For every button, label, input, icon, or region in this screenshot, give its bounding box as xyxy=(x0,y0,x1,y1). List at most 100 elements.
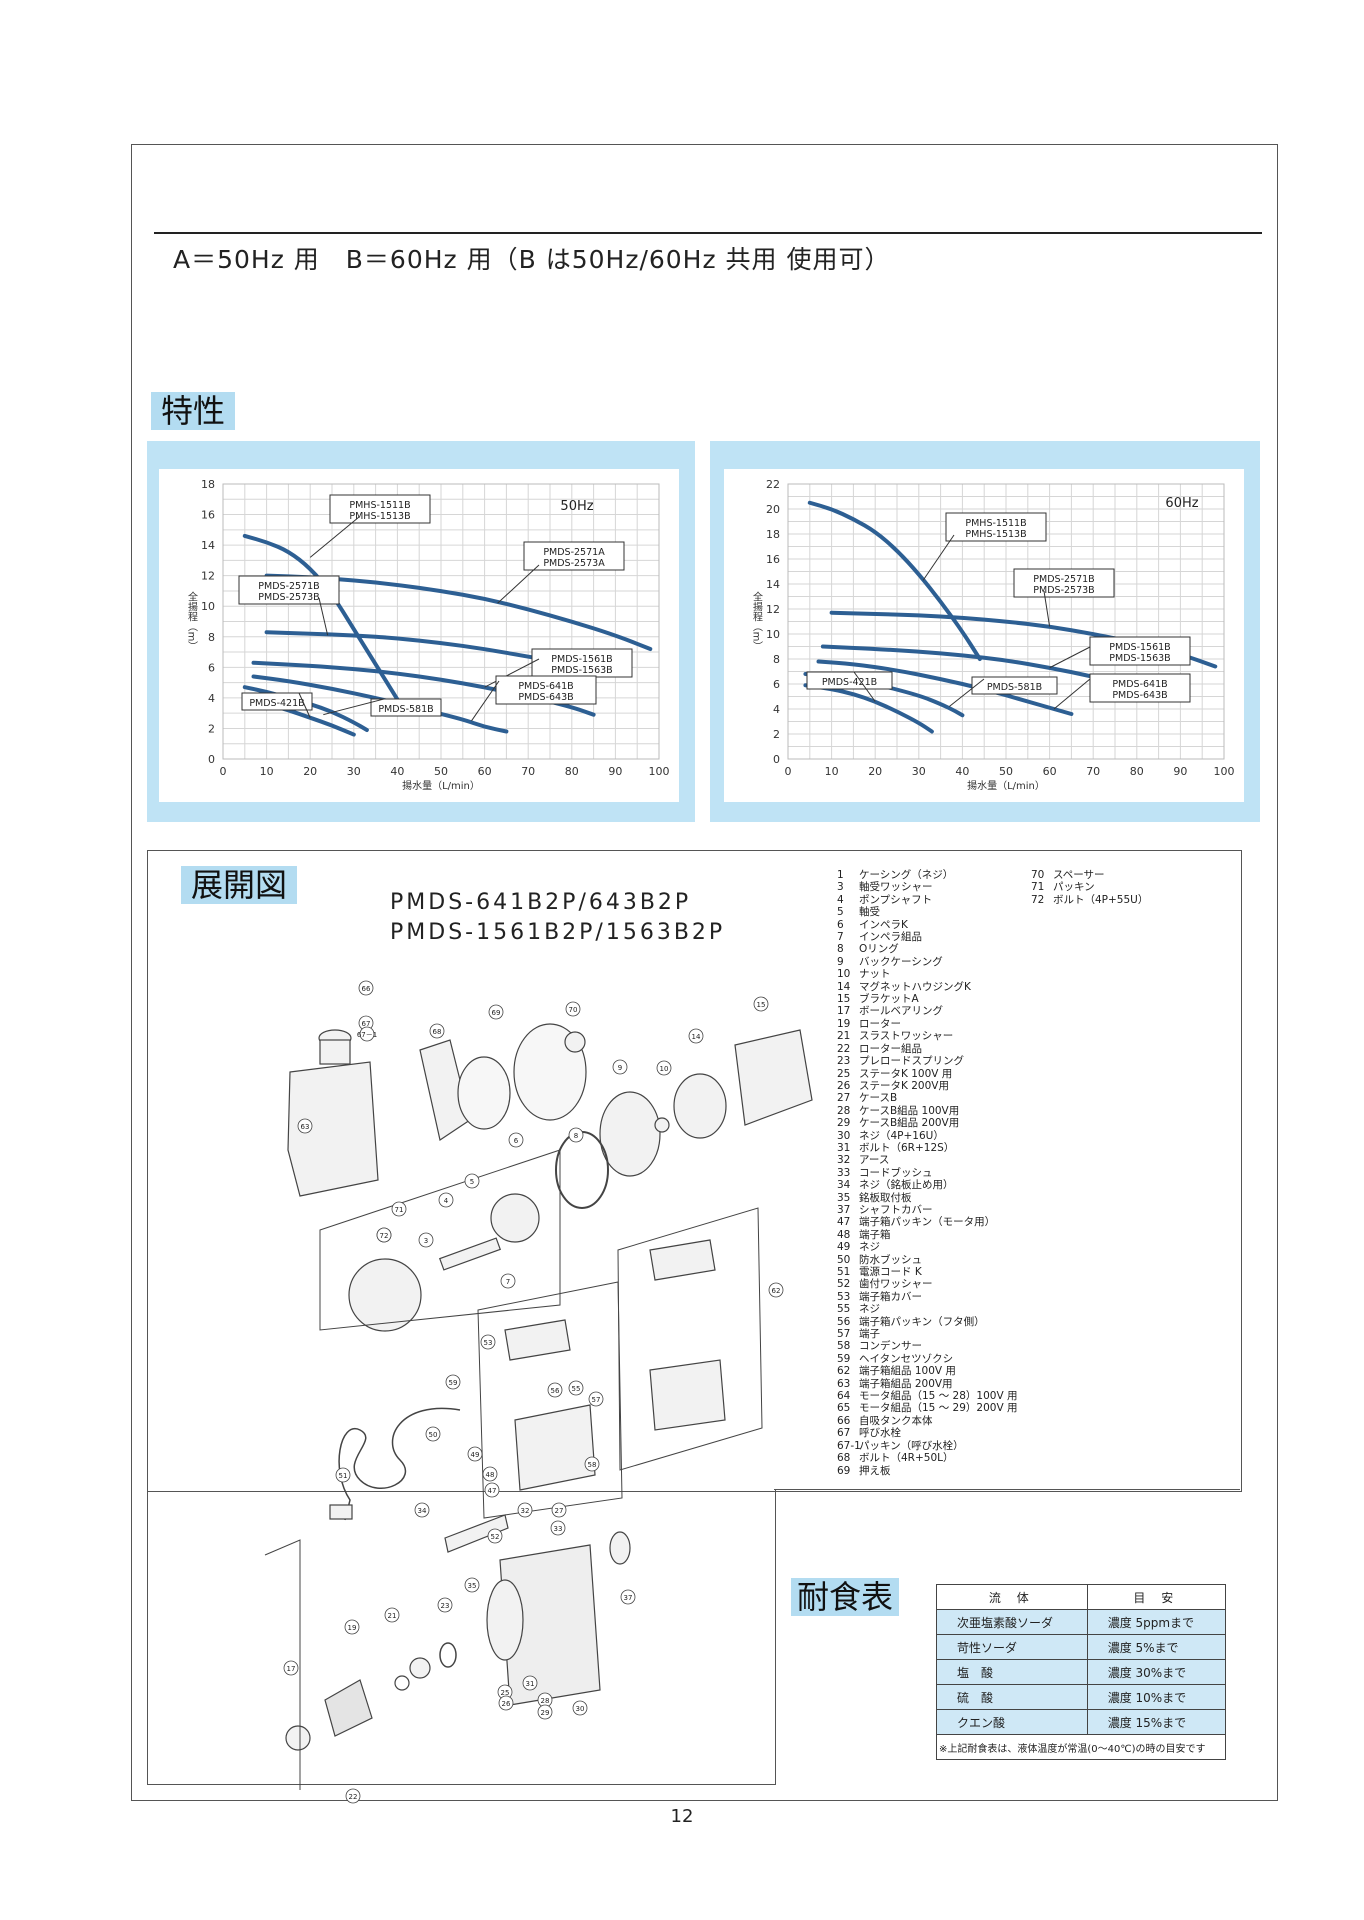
power-cord-shape xyxy=(338,1407,461,1521)
callout-marker: 5 xyxy=(464,1173,480,1189)
callout-marker: 7 xyxy=(500,1273,516,1289)
series-label: PMDS-581B xyxy=(370,698,442,717)
exploded-view-frame-lower xyxy=(147,1489,776,1785)
x-tick-label: 60 xyxy=(1043,765,1057,778)
series-label-text: PMHS-1511B xyxy=(349,500,410,511)
callout-number: 23 xyxy=(441,1602,450,1610)
part-name: パッキン xyxy=(1053,881,1095,894)
plot-frame xyxy=(222,483,660,760)
series-label-text: PMDS-643B xyxy=(1112,690,1167,701)
series-label-box xyxy=(945,512,1047,542)
callout-number: 26 xyxy=(502,1700,511,1708)
y-tick-label: 6 xyxy=(773,678,780,691)
series-label-text: PMDS-641B xyxy=(518,681,573,692)
y-tick-label: 18 xyxy=(766,528,780,541)
rotor-shape xyxy=(324,1679,373,1737)
part-number: 7 xyxy=(837,931,844,944)
part-name: 電源コード K xyxy=(859,1266,922,1278)
part-number: 14 xyxy=(837,980,851,993)
callout-marker: 10 xyxy=(656,1060,672,1076)
part-number: 4 xyxy=(837,893,844,906)
y-tick-label: 8 xyxy=(773,653,780,666)
series-label-text: PMDS-581B xyxy=(987,682,1042,693)
part-name: 呼び水栓 xyxy=(859,1427,901,1440)
spring-shape xyxy=(439,1642,457,1668)
callout-circle xyxy=(384,1607,400,1623)
callout-number: 30 xyxy=(576,1705,585,1713)
y-tick-label: 0 xyxy=(773,753,780,766)
limit-cell: 濃度 30%まで xyxy=(1086,1659,1227,1685)
page-frame xyxy=(131,144,1278,1801)
x-tick-label: 80 xyxy=(1130,765,1144,778)
part-number: 53 xyxy=(837,1290,851,1303)
leader-line xyxy=(1043,590,1051,627)
part-number: 59 xyxy=(837,1352,851,1365)
callout-circle xyxy=(656,1060,672,1076)
callout-number: 66 xyxy=(362,985,371,993)
terminal-box-shape xyxy=(514,1404,596,1491)
callout-marker: 49 xyxy=(467,1446,483,1462)
fluid-cell: 次亜塩素酸ソーダ xyxy=(936,1609,1088,1635)
part-name: 端子箱パッキン（モータ用） xyxy=(859,1216,996,1229)
callout-number: 52 xyxy=(491,1533,500,1541)
part-number: 3 xyxy=(837,881,844,894)
exploded-label: 展開図 xyxy=(181,866,298,904)
model-line-2: PMDS-1561B2P/1563B2P xyxy=(390,920,726,945)
series-label-box xyxy=(238,575,340,605)
part-number: 9 xyxy=(837,955,844,968)
part-number: 47 xyxy=(837,1216,851,1229)
terminal-region-left xyxy=(477,1281,623,1519)
leader-line xyxy=(323,698,385,716)
part-number: 56 xyxy=(837,1315,851,1328)
y-tick-label: 12 xyxy=(766,603,780,616)
leader-line xyxy=(471,680,500,722)
bearing-shape-2 xyxy=(409,1657,431,1679)
part-number: 17 xyxy=(837,1005,851,1018)
x-tick-label: 80 xyxy=(565,765,579,778)
callout-marker: 53 xyxy=(480,1334,496,1350)
callout-circle xyxy=(620,1589,636,1605)
callout-number: 28 xyxy=(541,1697,550,1705)
part-name: 自吸タンク本体 xyxy=(859,1414,933,1427)
part-name: コードブッシュ xyxy=(859,1166,933,1179)
callout-number: 22 xyxy=(349,1793,358,1801)
part-name: モータ組品（15 ～ 29）200V 用 xyxy=(859,1402,1018,1415)
callout-circle xyxy=(568,1380,584,1396)
callout-number: 49 xyxy=(471,1451,480,1459)
callout-marker: 3 xyxy=(418,1232,434,1248)
series-label-box xyxy=(241,692,313,711)
plug-shape xyxy=(329,1504,353,1520)
series-label-text: PMDS-1561B xyxy=(551,654,612,665)
callout-marker: 14 xyxy=(688,1028,704,1044)
y-tick-label: 4 xyxy=(208,692,215,705)
fluid-header: 流 体 xyxy=(936,1584,1088,1610)
callout-circle xyxy=(500,1273,516,1289)
series-label-box xyxy=(971,676,1058,695)
series-label-text: PMDS-421B xyxy=(249,698,304,709)
leader-line xyxy=(922,534,955,581)
x-tick-label: 30 xyxy=(912,765,926,778)
callout-circle xyxy=(414,1502,430,1518)
part-number: 57 xyxy=(837,1328,851,1341)
x-tick-label: 90 xyxy=(608,765,622,778)
callout-marker: 66 xyxy=(358,980,374,996)
leader-line xyxy=(298,692,311,718)
callout-marker: 47 xyxy=(484,1482,500,1498)
part-name: ネジ（銘板止め用） xyxy=(859,1179,954,1192)
part-name: ブラケットA xyxy=(859,993,919,1006)
callout-circle xyxy=(768,1282,784,1298)
callout-marker: 34 xyxy=(414,1502,430,1518)
